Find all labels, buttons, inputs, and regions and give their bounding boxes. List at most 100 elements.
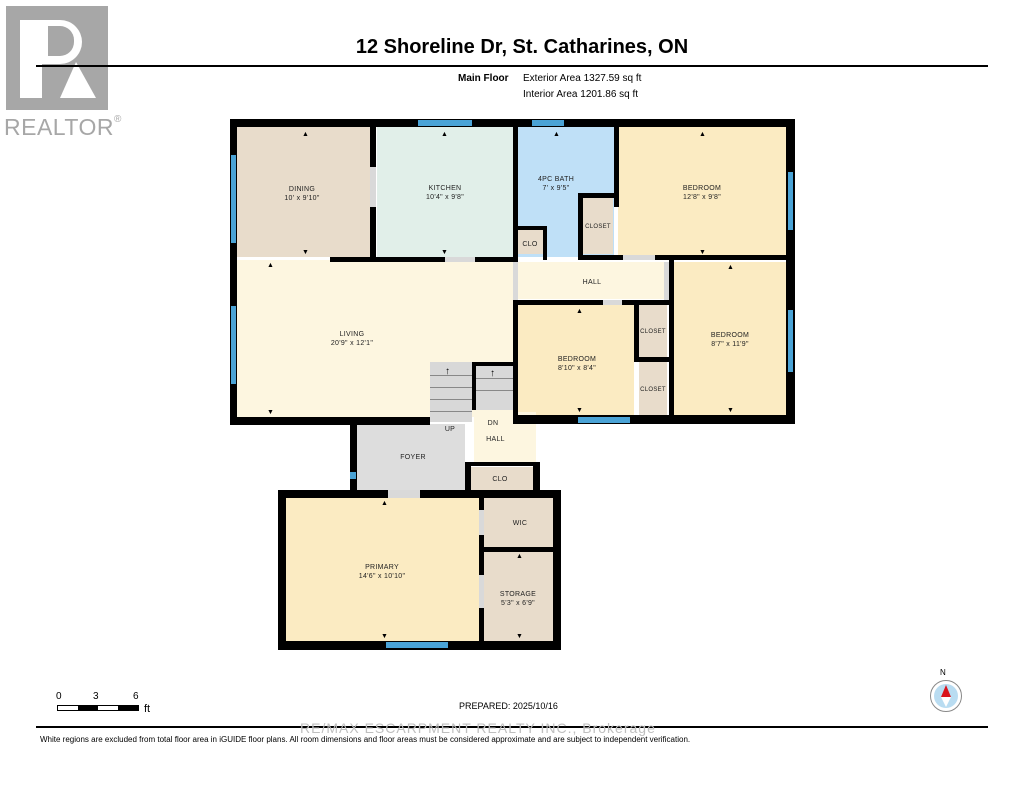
wall bbox=[578, 255, 623, 260]
wall bbox=[370, 207, 376, 260]
dimension-arrow-icon: ▲ bbox=[381, 500, 388, 507]
dimension-arrow-icon: ▲ bbox=[302, 131, 309, 138]
wall bbox=[513, 300, 518, 420]
wall bbox=[472, 362, 513, 366]
scale-tick-6: 6 bbox=[133, 691, 139, 702]
wall bbox=[475, 257, 518, 262]
window bbox=[788, 310, 793, 372]
stairs-up-arrow-icon: ↑ bbox=[445, 366, 450, 377]
dimension-arrow-icon: ▼ bbox=[516, 633, 523, 640]
doorway bbox=[623, 255, 655, 260]
room-wic bbox=[484, 498, 553, 548]
wall bbox=[479, 498, 484, 510]
wall bbox=[350, 424, 357, 494]
wall bbox=[513, 127, 518, 262]
label-clo-hall: CLO bbox=[492, 476, 508, 483]
dimension-arrow-icon: ▼ bbox=[381, 633, 388, 640]
scale-unit: ft bbox=[144, 703, 151, 715]
wall bbox=[370, 127, 376, 167]
window bbox=[231, 155, 236, 243]
dimension-arrow-icon: ▲ bbox=[727, 264, 734, 271]
wall bbox=[634, 357, 674, 362]
label-stairs-down: DN bbox=[487, 420, 499, 427]
stair-tread bbox=[430, 399, 472, 400]
room-foyer bbox=[357, 424, 465, 490]
wall bbox=[230, 119, 237, 425]
window bbox=[231, 306, 236, 384]
label-closet-2: CLOSET bbox=[640, 329, 666, 335]
room-clo-bath bbox=[517, 230, 543, 254]
window bbox=[532, 120, 564, 126]
wall bbox=[278, 490, 388, 498]
compass-needle-north bbox=[941, 685, 951, 697]
wall bbox=[553, 490, 561, 650]
scale-tick-3: 3 bbox=[93, 691, 99, 702]
brokerage-watermark: RE/MAX ESCARPMENT REALTY INC., Brokerage bbox=[300, 720, 656, 736]
wall bbox=[479, 608, 484, 643]
realtor-logo-r-bowl-inner bbox=[48, 26, 74, 56]
room-storage bbox=[484, 552, 553, 641]
doorway bbox=[479, 510, 484, 535]
dimension-arrow-icon: ▲ bbox=[441, 131, 448, 138]
wall bbox=[786, 119, 795, 424]
realtor-logo-r-leg bbox=[60, 62, 96, 98]
doorway bbox=[388, 490, 420, 498]
disclaimer: White regions are excluded from total fl… bbox=[40, 735, 691, 744]
label-closet-3: CLOSET bbox=[640, 387, 666, 393]
page-title: 12 Shoreline Dr, St. Catharines, ON bbox=[355, 36, 689, 58]
doorway bbox=[479, 575, 484, 608]
room-closet-1 bbox=[583, 197, 613, 254]
wall bbox=[513, 300, 603, 305]
doorway bbox=[603, 300, 622, 305]
wall bbox=[533, 462, 540, 494]
dimension-arrow-icon: ▼ bbox=[267, 409, 274, 416]
room-dining bbox=[237, 127, 374, 257]
exterior-area: Exterior Area 1327.59 sq ft bbox=[523, 73, 642, 84]
wall bbox=[472, 362, 476, 410]
floor-name: Main Floor bbox=[458, 73, 509, 84]
window bbox=[418, 120, 472, 126]
stair-tread bbox=[430, 387, 472, 388]
registered-mark: ® bbox=[114, 114, 122, 125]
room-bedroom-2 bbox=[673, 262, 786, 415]
window bbox=[350, 472, 356, 479]
dimension-arrow-icon: ▼ bbox=[576, 407, 583, 414]
stair-tread bbox=[430, 411, 472, 412]
wall bbox=[484, 547, 554, 552]
doorway bbox=[664, 262, 669, 300]
wall bbox=[614, 127, 619, 207]
window bbox=[578, 417, 630, 423]
wall bbox=[543, 226, 547, 260]
scale-tick-0: 0 bbox=[56, 691, 62, 702]
wall bbox=[420, 490, 561, 498]
wall bbox=[655, 255, 795, 260]
window bbox=[788, 172, 793, 230]
wall bbox=[278, 490, 286, 650]
dimension-arrow-icon: ▲ bbox=[516, 553, 523, 560]
compass-north-label: N bbox=[940, 668, 946, 677]
realtor-logo-r-stem bbox=[20, 20, 42, 98]
room-primary bbox=[286, 498, 479, 641]
interior-area: Interior Area 1201.86 sq ft bbox=[523, 89, 639, 100]
doorway bbox=[370, 167, 376, 207]
wall bbox=[634, 300, 639, 360]
dimension-arrow-icon: ▼ bbox=[727, 407, 734, 414]
room-closet-3 bbox=[639, 362, 667, 415]
prepared-date: PREPARED: 2025/10/16 bbox=[459, 701, 558, 711]
dimension-arrow-icon: ▼ bbox=[699, 249, 706, 256]
wall bbox=[230, 417, 430, 425]
label-clo-bath: CLO bbox=[522, 241, 538, 248]
label-hall-upper: HALL bbox=[582, 279, 602, 286]
wall bbox=[513, 415, 795, 424]
label-foyer: FOYER bbox=[400, 454, 426, 461]
dimension-arrow-icon: ▲ bbox=[267, 262, 274, 269]
room-bedroom-1 bbox=[618, 127, 786, 257]
room-closet-2 bbox=[639, 305, 667, 357]
doorway bbox=[445, 257, 475, 262]
